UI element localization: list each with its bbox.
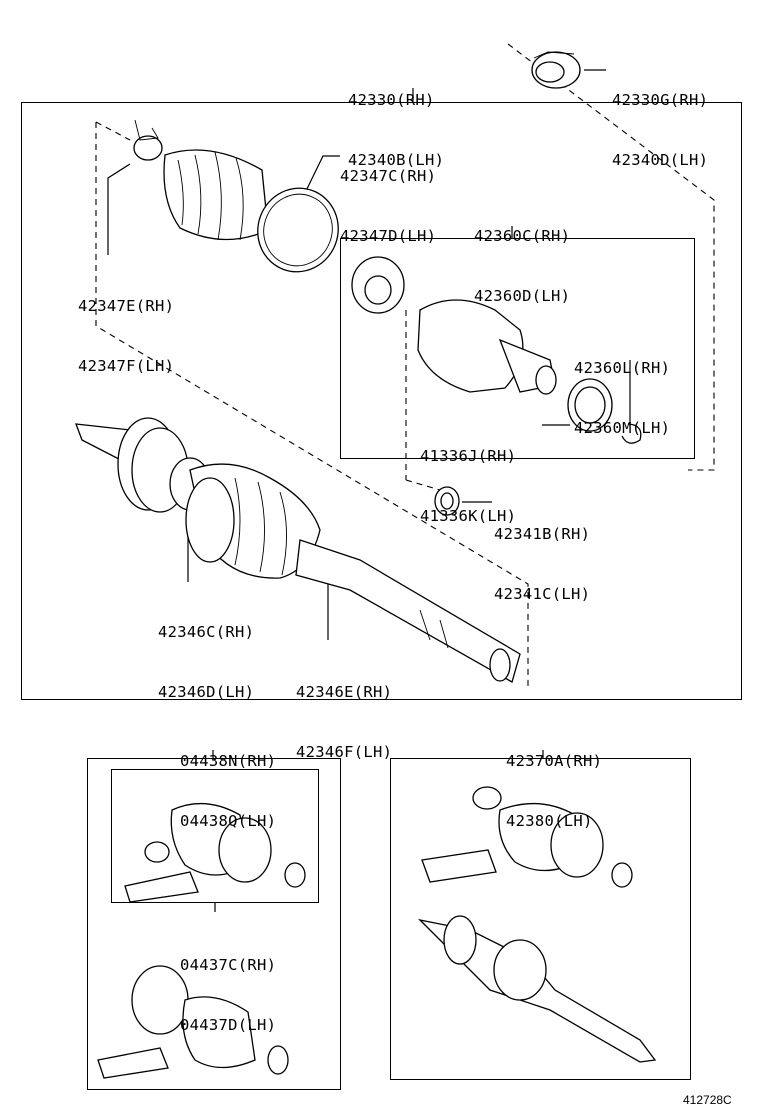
part-number: 42341B(RH) [494,525,591,543]
part-number: 42346D(LH) [158,683,255,701]
part-number: 42347D(LH) [340,227,437,245]
leader-lines [107,69,631,912]
part-number: 42347C(RH) [340,167,437,185]
part-number: 42360L(RH) [574,359,671,377]
part-number: 42346F(LH) [296,743,393,761]
shaft-assy-frame [390,758,691,1080]
outboard-kit-illustration [97,802,306,1079]
dashed-guides [95,43,715,690]
callout-seal-ring: 41336J(RH) 41336K(LH) [420,406,516,546]
callout-boot-kit-inboard: 04437C(RH) 04437D(LH) [180,915,276,1055]
callout-dust-seal: 42330G(RH) 42340D(LH) [612,50,708,190]
part-number: 42360M(LH) [574,419,671,437]
inboard-joint-frame [340,238,695,459]
clamp-icon [133,119,339,273]
shaft-icon [75,417,521,683]
part-number: 42340D(LH) [612,151,709,169]
part-number: 42370A(RH) [506,752,603,770]
dust-seal-icon [531,51,581,89]
callout-shaft-assy: 42370A(RH) 42380(LH) [506,711,602,851]
part-number: 04437D(LH) [180,1016,277,1034]
callout-drive-shaft: 42330(RH) 42340B(LH) [348,50,444,190]
part-number: 42360D(LH) [474,287,571,305]
outboard-boot-kit-inner-frame [111,769,319,903]
part-number: 42346C(RH) [158,623,255,641]
part-number: 42347F(LH) [78,357,175,375]
callout-boot-clamp-inner-big: 42346C(RH) 42346D(LH) [158,582,254,722]
diagram-id: 412728C [683,1093,732,1107]
callout-boot-clamp-outer-small: 42347E(RH) 42347F(LH) [78,256,174,396]
main-assembly-frame [21,102,742,700]
part-number: 42346E(RH) [296,683,393,701]
part-number: 42330(RH) [348,91,435,109]
part-number: 41336J(RH) [420,447,517,465]
shaft-assy-illustration [418,786,657,1063]
inboard-joint-illustration [351,256,642,444]
part-number: 42380(LH) [506,812,593,830]
callout-snap-ring-inner: 42360L(RH) 42360M(LH) [574,318,670,458]
boot-icon [163,149,269,241]
callout-boot-clamp-inner-small: 42346E(RH) 42346F(LH) [296,642,392,782]
part-number: 42341C(LH) [494,585,591,603]
part-number: 41336K(LH) [420,507,517,525]
callout-boot-kit-outboard: 04438N(RH) 04438Q(LH) [180,711,276,851]
callout-inboard-joint: 42360C(RH) 42360D(LH) [474,186,570,326]
part-number: 42340B(LH) [348,151,445,169]
outboard-boot-kit-frame [87,758,341,1090]
callout-boot-clamp-outer-big: 42347C(RH) 42347D(LH) [340,126,436,266]
snap-ring-icon [434,486,460,516]
part-number: 42330G(RH) [612,91,709,109]
part-number: 04438N(RH) [180,752,277,770]
part-number: 42347E(RH) [78,297,175,315]
part-number: 42360C(RH) [474,227,571,245]
part-number: 04437C(RH) [180,956,277,974]
callout-snap-ring: 42341B(RH) 42341C(LH) [494,484,590,624]
part-number: 04438Q(LH) [180,812,277,830]
